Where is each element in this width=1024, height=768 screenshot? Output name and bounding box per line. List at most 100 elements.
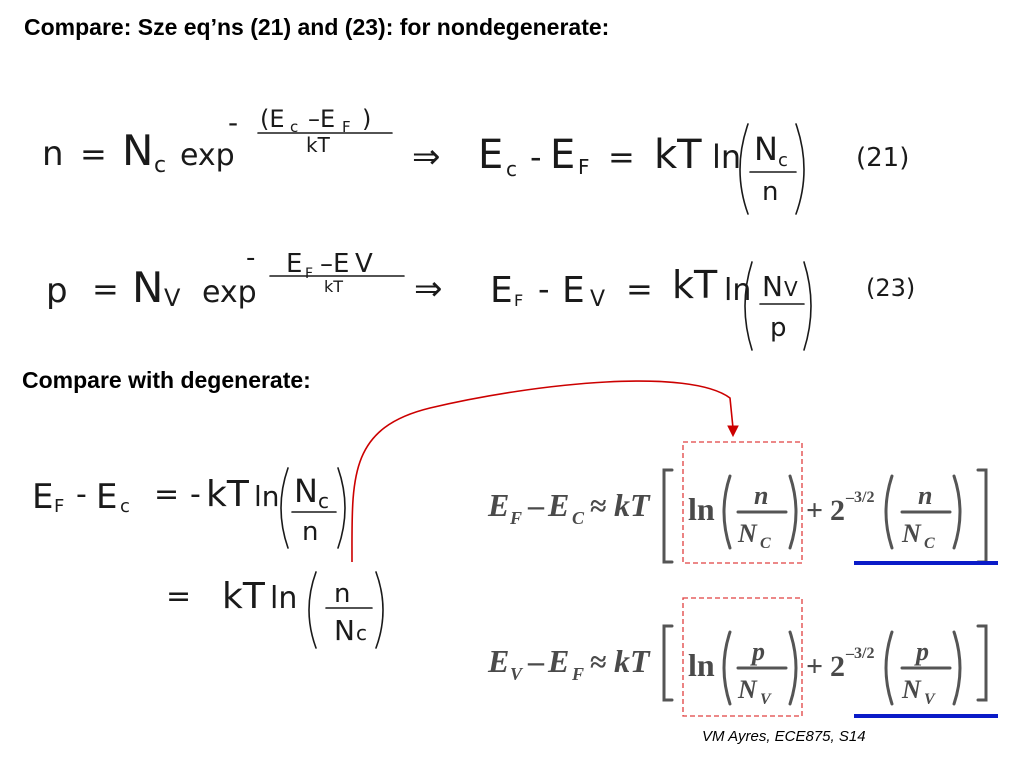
svg-text:2: 2 bbox=[830, 650, 845, 683]
svg-text:F: F bbox=[305, 266, 313, 282]
svg-text:–: – bbox=[527, 643, 545, 679]
svg-text:N: N bbox=[762, 270, 783, 303]
svg-text:kT: kT bbox=[614, 487, 651, 523]
svg-text:N: N bbox=[737, 519, 758, 548]
svg-text:n: n bbox=[334, 579, 350, 609]
svg-text:≈: ≈ bbox=[590, 646, 606, 679]
svg-text:kT: kT bbox=[614, 643, 651, 679]
svg-text:=: = bbox=[166, 579, 191, 614]
svg-text:(21): (21) bbox=[856, 143, 909, 173]
equation-23: p = N V exp - E F –E V kT ⇒ E F - E V = … bbox=[46, 243, 915, 351]
svg-text:kT: kT bbox=[306, 133, 331, 157]
svg-text:p: p bbox=[770, 313, 787, 343]
svg-text:kT: kT bbox=[206, 474, 250, 515]
svg-text:≈: ≈ bbox=[590, 490, 606, 523]
svg-text:V: V bbox=[355, 249, 373, 279]
highlight-box-ln-p bbox=[682, 597, 803, 717]
section-heading: Compare with degenerate: bbox=[22, 367, 311, 393]
svg-text:N: N bbox=[737, 675, 758, 704]
svg-text:c: c bbox=[356, 621, 367, 645]
svg-text:E: E bbox=[547, 487, 569, 523]
svg-text:n: n bbox=[762, 177, 778, 207]
svg-text:-: - bbox=[190, 477, 201, 512]
svg-text:C: C bbox=[572, 508, 585, 528]
svg-text:=: = bbox=[80, 135, 107, 173]
svg-text:V: V bbox=[590, 287, 605, 312]
svg-text:⇒: ⇒ bbox=[414, 269, 443, 309]
svg-text:–E: –E bbox=[320, 249, 349, 279]
svg-text:p: p bbox=[914, 637, 929, 666]
svg-text:E: E bbox=[487, 487, 509, 523]
equation-21: n = N c exp - (E c –E F ) kT ⇒ E c - E F… bbox=[42, 105, 909, 215]
svg-text:E: E bbox=[32, 477, 53, 517]
svg-text:E: E bbox=[478, 132, 503, 178]
svg-text:–3/2: –3/2 bbox=[845, 645, 874, 662]
svg-text:F: F bbox=[578, 155, 590, 179]
svg-text:ln: ln bbox=[688, 647, 715, 683]
svg-text:E: E bbox=[490, 270, 513, 311]
svg-text:c: c bbox=[318, 489, 329, 513]
svg-text:): ) bbox=[362, 105, 371, 133]
svg-text:N: N bbox=[122, 126, 153, 175]
slide-title: Compare: Sze eq’ns (21) and (23): for no… bbox=[24, 14, 610, 40]
svg-text:exp: exp bbox=[202, 275, 257, 310]
svg-text:=: = bbox=[92, 270, 119, 308]
svg-text:(23): (23) bbox=[866, 274, 915, 302]
svg-text:N: N bbox=[132, 263, 163, 312]
equation-degenerate-typeset-ev: E V – E F ≈ kT ln p N V + 2 –3/2 p N V bbox=[487, 624, 988, 708]
svg-text:-: - bbox=[530, 138, 542, 176]
svg-text:p: p bbox=[46, 271, 68, 311]
footer-credit: VM Ayres, ECE875, S14 bbox=[702, 728, 866, 745]
svg-text:kT: kT bbox=[654, 132, 702, 178]
svg-text:N: N bbox=[901, 519, 922, 548]
svg-text:V: V bbox=[924, 691, 936, 708]
svg-text:=: = bbox=[608, 138, 635, 176]
svg-text:N: N bbox=[294, 472, 318, 510]
svg-text:-: - bbox=[76, 477, 87, 512]
svg-text:-: - bbox=[246, 243, 255, 273]
svg-text:N: N bbox=[334, 614, 355, 647]
svg-text:F: F bbox=[571, 664, 584, 684]
svg-text:V: V bbox=[784, 277, 798, 301]
svg-text:-: - bbox=[228, 106, 238, 139]
svg-text:N: N bbox=[754, 130, 778, 168]
svg-text:N: N bbox=[901, 675, 922, 704]
svg-text:–: – bbox=[527, 487, 545, 523]
svg-text:E: E bbox=[562, 270, 585, 311]
svg-text:F: F bbox=[514, 291, 523, 310]
svg-text:c: c bbox=[506, 157, 517, 181]
svg-text:=: = bbox=[154, 477, 179, 512]
svg-text:p: p bbox=[750, 637, 765, 666]
svg-text:kT: kT bbox=[672, 263, 718, 307]
svg-text:c: c bbox=[778, 150, 788, 171]
svg-text:c: c bbox=[154, 153, 166, 178]
equation-degenerate-handwritten: E F - E c = - kT ln N c n = kT ln n N c bbox=[32, 467, 384, 649]
svg-text:exp: exp bbox=[180, 138, 235, 173]
svg-text:-: - bbox=[538, 270, 550, 308]
svg-text:ln: ln bbox=[270, 581, 297, 616]
svg-text:+: + bbox=[806, 650, 823, 683]
svg-text:ln: ln bbox=[254, 480, 280, 513]
svg-text:C: C bbox=[924, 535, 935, 552]
svg-text:(E: (E bbox=[260, 105, 285, 133]
svg-text:c: c bbox=[290, 118, 298, 136]
svg-text:+: + bbox=[806, 494, 823, 527]
svg-text:V: V bbox=[760, 691, 772, 708]
svg-text:E: E bbox=[487, 643, 509, 679]
svg-text:E: E bbox=[96, 477, 117, 517]
svg-text:E: E bbox=[286, 249, 302, 279]
svg-text:–E: –E bbox=[308, 105, 335, 133]
svg-text:ln: ln bbox=[712, 138, 741, 176]
svg-text:kT: kT bbox=[324, 277, 343, 296]
svg-text:V: V bbox=[510, 664, 524, 684]
svg-text:c: c bbox=[120, 496, 130, 517]
equation-degenerate-typeset-ec: E F – E C ≈ kT ln n N C + 2 –3/2 n N C bbox=[487, 468, 988, 564]
svg-text:E: E bbox=[550, 132, 575, 178]
svg-text:E: E bbox=[547, 643, 569, 679]
svg-text:2: 2 bbox=[830, 494, 845, 527]
svg-text:–3/2: –3/2 bbox=[845, 489, 874, 506]
svg-text:C: C bbox=[760, 535, 771, 552]
red-arrow bbox=[351, 380, 739, 563]
svg-text:n: n bbox=[754, 481, 768, 510]
